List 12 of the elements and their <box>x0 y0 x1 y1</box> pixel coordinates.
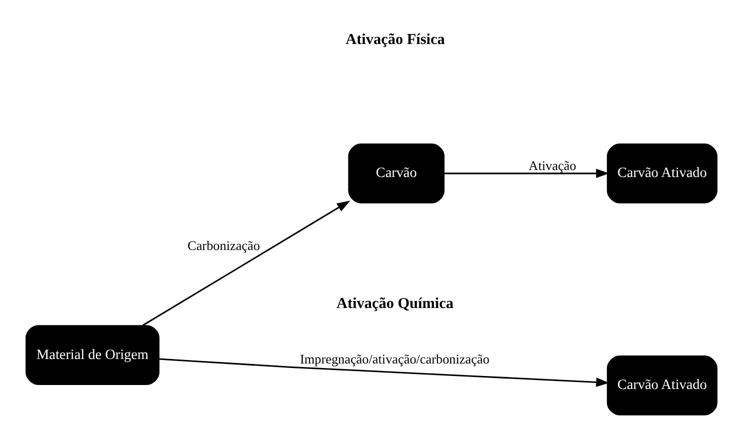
edge-label: Carbonização <box>187 238 260 253</box>
node-box: Carvão <box>348 144 444 204</box>
edge-label: Ativação <box>528 158 576 173</box>
label: Ativação Química <box>336 294 453 312</box>
arrow <box>142 200 350 326</box>
arrow <box>444 168 609 178</box>
node-box: Carvão Ativado <box>606 144 717 204</box>
node-box: Material de Origem <box>25 325 159 385</box>
edge-label: Impregnação/ativação/carbonização <box>299 352 489 367</box>
node-box: Carvão Ativado <box>606 356 717 416</box>
arrow <box>158 358 609 387</box>
label: Ativação Física <box>345 31 444 48</box>
